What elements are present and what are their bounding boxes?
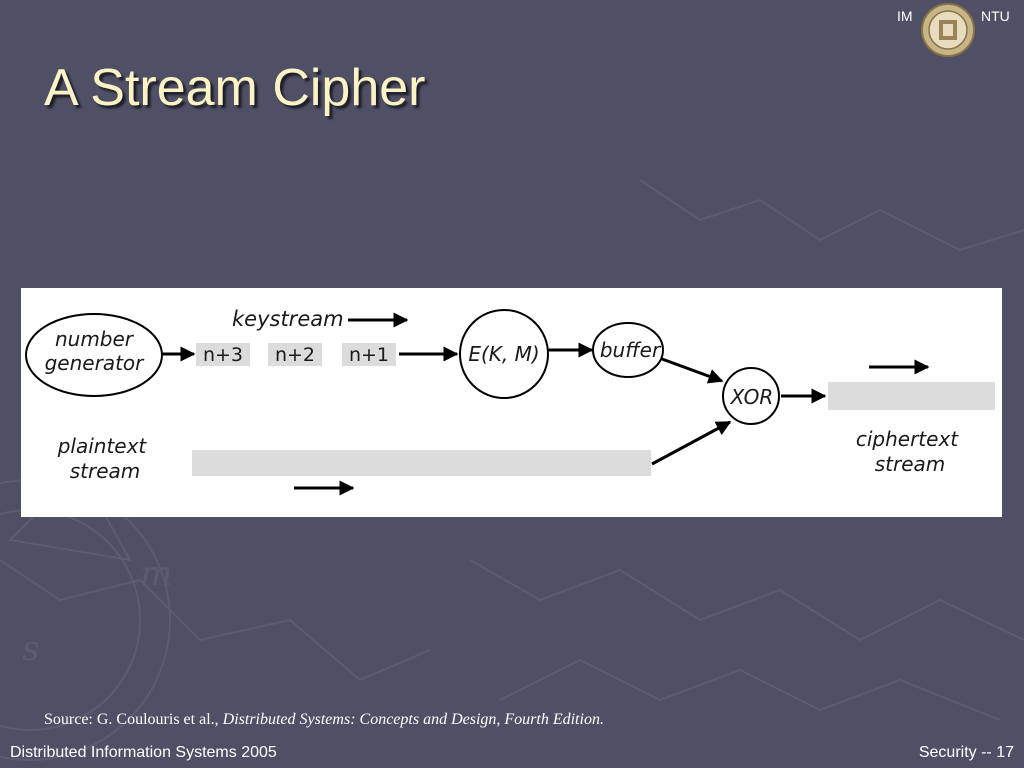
- source-citation: Source: G. Coulouris et al., Distributed…: [44, 711, 604, 729]
- source-book-title: Distributed Systems: Concepts and Design…: [222, 711, 604, 728]
- keystream-cell-label: n+1: [349, 344, 389, 366]
- number-generator-label-1: number: [55, 327, 135, 351]
- buffer-node: [592, 322, 664, 378]
- plaintext-label-1: plaintext: [57, 434, 148, 458]
- keystream-cell-label: n+2: [275, 344, 315, 366]
- keystream-cell-label: n+3: [203, 344, 243, 366]
- buffer-label: buffer: [600, 338, 662, 362]
- university-seal-icon: [921, 3, 975, 57]
- source-prefix: Source: G. Coulouris et al.,: [44, 711, 223, 728]
- header-ntu-label: NTU: [981, 8, 1010, 24]
- plaintext-label-2: stream: [70, 459, 141, 483]
- ciphertext-stream-bar: [828, 382, 995, 410]
- svg-text:m: m: [140, 554, 172, 594]
- encrypt-node: [459, 309, 549, 399]
- keystream-cell: [196, 343, 250, 366]
- keystream-cell: [342, 343, 396, 366]
- footer-page-number: Security -- 17: [918, 744, 1014, 761]
- ciphertext-label-1: ciphertext: [856, 427, 959, 451]
- keystream-label: keystream: [232, 307, 344, 331]
- ciphertext-label-2: stream: [875, 452, 946, 476]
- stream-cipher-diagram: number generator n+3 n+2 n+1 keystream E…: [21, 288, 1002, 517]
- number-generator-label-2: generator: [45, 351, 146, 375]
- encrypt-label: E(K, M): [468, 342, 539, 366]
- svg-text:s: s: [22, 629, 39, 669]
- xor-node: [722, 367, 780, 425]
- slide-title: A Stream Cipher: [44, 59, 426, 117]
- footer-course-title: Distributed Information Systems 2005: [10, 744, 277, 761]
- plaintext-stream-bar: [192, 450, 651, 476]
- xor-label: XOR: [730, 385, 774, 409]
- arrow-buffer-to-xor: [661, 357, 724, 384]
- header-im-label: IM: [897, 8, 913, 24]
- arrow-plaintext-to-xor: [651, 420, 732, 466]
- keystream-cell: [268, 343, 322, 366]
